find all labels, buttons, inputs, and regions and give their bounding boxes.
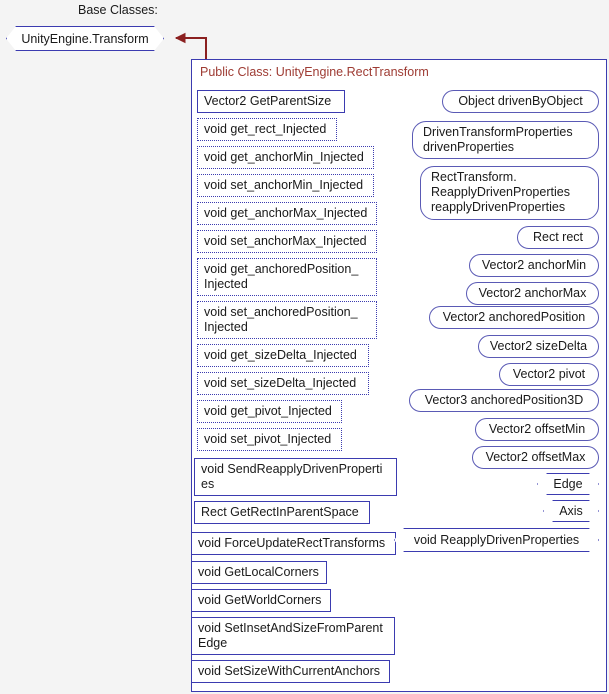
base-class-node-unityengine-transform[interactable]: UnityEngine.Transform bbox=[6, 26, 164, 51]
method-box-void-set-anchormin-injected[interactable]: void set_anchorMin_Injected bbox=[197, 174, 374, 197]
method-box-void-setsizewithcurrentanchors[interactable]: void SetSizeWithCurrentAnchors bbox=[191, 660, 390, 683]
member-box-vector2-pivot[interactable]: Vector2 pivot bbox=[499, 363, 599, 386]
member-box-vector2-sizedelta[interactable]: Vector2 sizeDelta bbox=[478, 335, 599, 358]
method-box-void-getworldcorners[interactable]: void GetWorldCorners bbox=[191, 589, 331, 612]
class-title: Public Class: UnityEngine.RectTransform bbox=[200, 65, 429, 79]
member-box-edge[interactable]: Edge bbox=[537, 473, 599, 495]
member-box-vector2-offsetmin[interactable]: Vector2 offsetMin bbox=[475, 418, 599, 441]
method-box-void-get-anchormin-injected[interactable]: void get_anchorMin_Injected bbox=[197, 146, 374, 169]
method-box-vector2-getparentsize[interactable]: Vector2 GetParentSize bbox=[197, 90, 345, 113]
method-box-void-get-anchoredposition-injected[interactable]: void get_anchoredPosition_ Injected bbox=[197, 258, 377, 296]
member-box-axis-label: Axis bbox=[559, 504, 583, 518]
method-box-void-get-rect-injected[interactable]: void get_rect_Injected bbox=[197, 118, 337, 141]
method-box-void-setinsetandsizefromparent-edge[interactable]: void SetInsetAndSizeFromParent Edge bbox=[191, 617, 395, 655]
method-box-rect-getrectinparentspace[interactable]: Rect GetRectInParentSpace bbox=[194, 501, 370, 524]
member-box-axis[interactable]: Axis bbox=[543, 500, 599, 522]
method-box-void-sendreapplydrivenproperti-es[interactable]: void SendReapplyDrivenProperti es bbox=[194, 458, 397, 496]
member-box-vector2-anchormax[interactable]: Vector2 anchorMax bbox=[466, 282, 599, 305]
member-box-recttransform-reapplydrivenproperties-reapplydri[interactable]: RectTransform. ReapplyDrivenProperties r… bbox=[420, 166, 599, 220]
member-box-vector2-anchormin[interactable]: Vector2 anchorMin bbox=[469, 254, 599, 277]
member-box-driventransformproperties-drivenproperties[interactable]: DrivenTransformProperties drivenProperti… bbox=[412, 121, 599, 159]
member-box-rect-rect[interactable]: Rect rect bbox=[517, 226, 599, 249]
member-box-void-reapplydrivenproperties-label: void ReapplyDrivenProperties bbox=[413, 533, 580, 547]
method-box-void-set-anchoredposition-injected[interactable]: void set_anchoredPosition_ Injected bbox=[197, 301, 377, 339]
method-box-void-get-sizedelta-injected[interactable]: void get_sizeDelta_Injected bbox=[197, 344, 369, 367]
method-box-void-set-sizedelta-injected[interactable]: void set_sizeDelta_Injected bbox=[197, 372, 369, 395]
method-box-void-getlocalcorners[interactable]: void GetLocalCorners bbox=[191, 561, 327, 584]
base-class-node-label: UnityEngine.Transform bbox=[21, 31, 149, 46]
member-box-vector3-anchoredposition3d[interactable]: Vector3 anchoredPosition3D bbox=[409, 389, 599, 412]
member-box-vector2-offsetmax[interactable]: Vector2 offsetMax bbox=[472, 446, 599, 469]
member-box-object-drivenbyobject[interactable]: Object drivenByObject bbox=[442, 90, 599, 113]
method-box-void-set-anchormax-injected[interactable]: void set_anchorMax_Injected bbox=[197, 230, 377, 253]
member-box-vector2-anchoredposition[interactable]: Vector2 anchoredPosition bbox=[429, 306, 599, 329]
member-box-void-reapplydrivenproperties[interactable]: void ReapplyDrivenProperties bbox=[394, 528, 599, 552]
method-box-void-forceupdaterecttransforms[interactable]: void ForceUpdateRectTransforms bbox=[191, 532, 396, 555]
method-box-void-get-pivot-injected[interactable]: void get_pivot_Injected bbox=[197, 400, 342, 423]
member-box-edge-label: Edge bbox=[553, 477, 583, 491]
base-classes-label: Base Classes: bbox=[78, 3, 158, 17]
class-box-rect-transform: Public Class: UnityEngine.RectTransform … bbox=[191, 59, 607, 692]
method-box-void-get-anchormax-injected[interactable]: void get_anchorMax_Injected bbox=[197, 202, 377, 225]
method-box-void-set-pivot-injected[interactable]: void set_pivot_Injected bbox=[197, 428, 342, 451]
